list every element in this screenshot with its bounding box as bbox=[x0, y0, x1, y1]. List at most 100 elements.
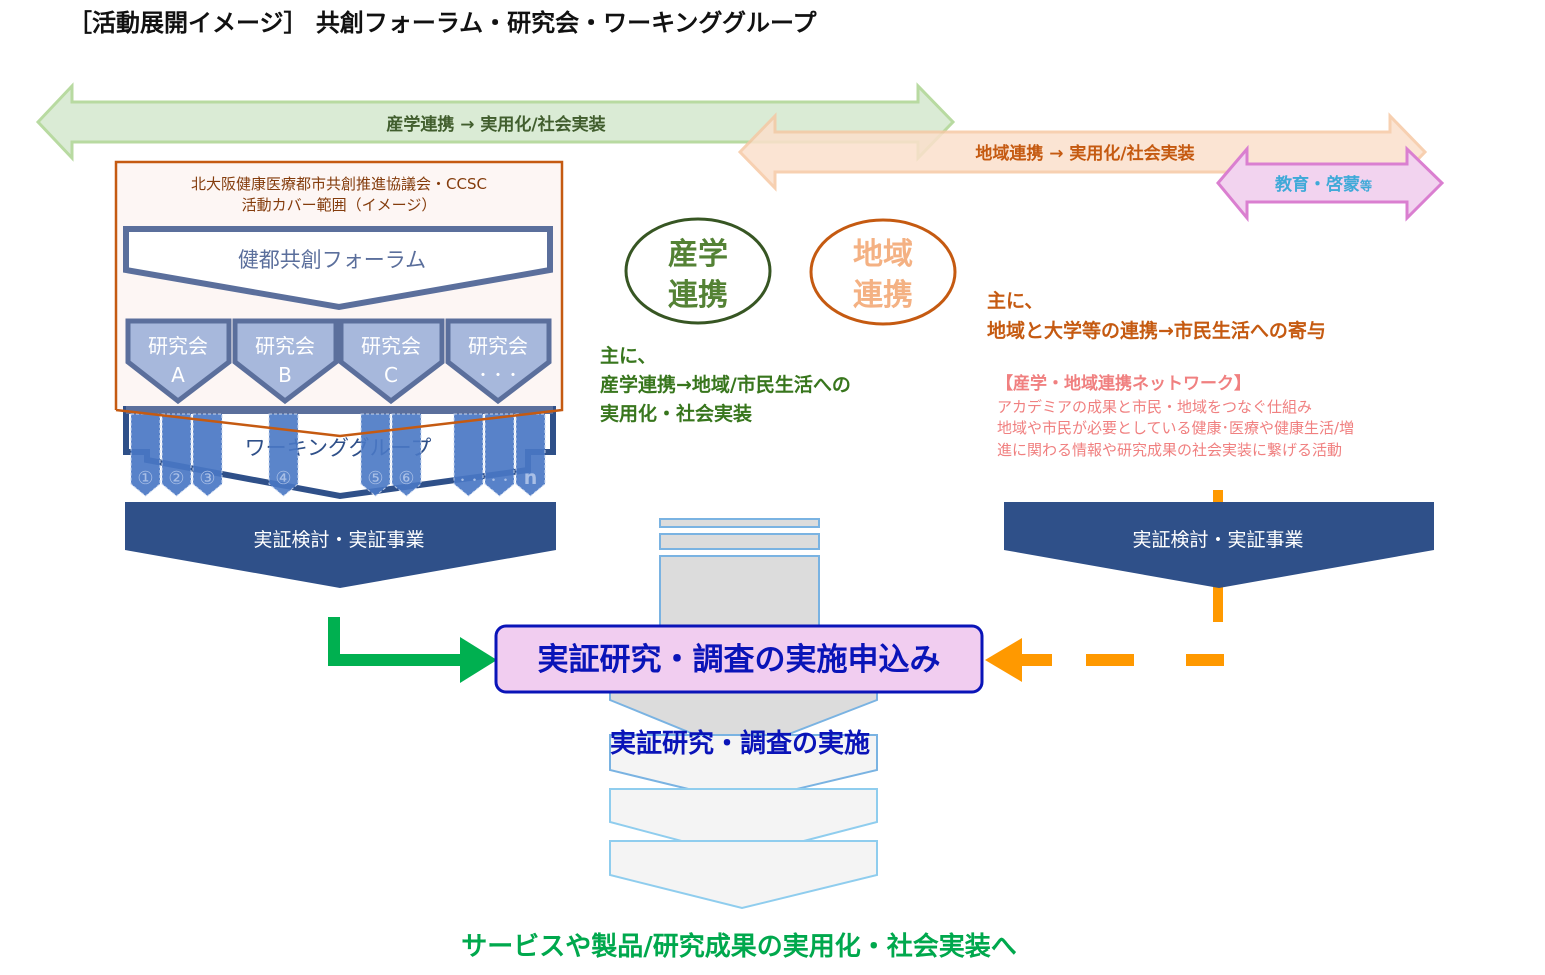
working-group-tab-label: ・・ bbox=[487, 473, 511, 487]
working-group-tab: n bbox=[515, 413, 546, 497]
working-group-tab-shape bbox=[192, 413, 223, 497]
outcome-label: サービスや製品/研究成果の実用化・社会実装へ bbox=[461, 931, 1017, 962]
working-group-top-bar bbox=[126, 406, 553, 414]
working-group-tab: ⑤ bbox=[360, 413, 391, 497]
column-stripe-2 bbox=[659, 533, 820, 550]
study-group-shape bbox=[338, 318, 445, 405]
working-group-tab-shape bbox=[515, 413, 546, 497]
study-group-letter: ・・・ bbox=[475, 366, 520, 384]
coverage-title-line2: 活動カバー範囲（イメージ） bbox=[242, 196, 437, 214]
study-group-shape bbox=[125, 318, 232, 405]
demo-left-label: 実証検討・実証事業 bbox=[253, 529, 424, 551]
orange-dashed-arrow bbox=[985, 638, 1224, 682]
industry-circle-line2: 連携 bbox=[668, 278, 728, 313]
orange-dash bbox=[1086, 654, 1134, 666]
working-group-tab: ④ bbox=[268, 413, 299, 497]
implementation-label: 実証研究・調査の実施 bbox=[610, 728, 870, 759]
green-double-arrow-shape bbox=[35, 82, 956, 162]
study-group-letter: B bbox=[278, 363, 292, 387]
study-group-shape bbox=[445, 318, 552, 405]
column-chevron-3 bbox=[609, 840, 878, 910]
industry-note-line1: 主に、 bbox=[600, 345, 656, 367]
forum-chevron: 健都共創フォーラム bbox=[123, 226, 553, 311]
study-group-c: 研究会 C bbox=[338, 318, 445, 405]
working-group-tab-shape bbox=[268, 413, 299, 497]
demo-chevron-right-shape bbox=[1004, 502, 1434, 588]
orange-arrowhead-icon bbox=[985, 638, 1022, 682]
column-stripe-1 bbox=[659, 518, 820, 528]
orange-dash bbox=[1022, 654, 1052, 666]
column-chevron-1 bbox=[609, 734, 878, 804]
network-description: 【産学・地域連携ネットワーク】 アカデミアの成果と市民・地域をつなぐ仕組み 地域… bbox=[996, 373, 1354, 459]
study-group-label: 研究会 bbox=[255, 334, 315, 358]
working-group-tab: ・・ bbox=[453, 413, 484, 497]
coverage-box-border bbox=[114, 160, 564, 438]
working-group-tab-shape bbox=[161, 413, 192, 497]
working-group-tab: ⑥ bbox=[391, 413, 422, 497]
working-group-tab-label: n bbox=[524, 467, 538, 489]
regional-circle: 地域 連携 bbox=[809, 218, 957, 326]
working-group-tab-label: ① bbox=[137, 468, 153, 489]
industry-note: 主に、 産学連携→地域/市民生活への 実用化・社会実装 bbox=[600, 345, 851, 425]
study-group-label: 研究会 bbox=[361, 334, 421, 358]
working-group-tab-shape bbox=[391, 413, 422, 497]
forum-label: 健都共創フォーラム bbox=[238, 248, 426, 272]
regional-note: 主に、 地域と大学等の連携→市民生活への寄与 bbox=[987, 290, 1326, 342]
forum-chevron-shape bbox=[123, 226, 553, 311]
education-arrow: 教育・啓蒙等 bbox=[1216, 144, 1445, 223]
regional-circle-line1: 地域 bbox=[853, 237, 913, 272]
center-column bbox=[609, 518, 878, 910]
network-line: アカデミアの成果と市民・地域をつなぐ仕組み bbox=[997, 398, 1312, 416]
demo-chevron-right: 実証検討・実証事業 bbox=[1004, 502, 1434, 588]
industry-note-line2: 産学連携→地域/市民生活への bbox=[600, 373, 851, 396]
working-group-tab: ② bbox=[161, 413, 192, 497]
working-group-tab-label: ③ bbox=[199, 468, 215, 489]
study-group-letter: C bbox=[384, 363, 398, 387]
demo-chevron-left-shape bbox=[125, 502, 556, 588]
working-group-tab-label: ・・ bbox=[456, 473, 480, 487]
network-line: 進に関わる情報や研究成果の社会実装に繋げる活動 bbox=[997, 441, 1342, 459]
industry-circle-line1: 産学 bbox=[668, 237, 728, 272]
application-label: 実証研究・調査の実施申込み bbox=[538, 642, 941, 678]
study-groups: 研究会 A 研究会 B 研究会 C 研究会 ・・・ bbox=[125, 318, 552, 405]
green-connector-line bbox=[328, 617, 462, 666]
working-group-tab-shape bbox=[360, 413, 391, 497]
working-group-tab-label: ④ bbox=[275, 468, 291, 489]
industry-academia-arrow-label: 産学連携 → 実用化/社会実装 bbox=[386, 114, 605, 135]
pink-double-arrow-shape bbox=[1216, 144, 1445, 223]
working-group-tab: ① bbox=[130, 413, 161, 497]
working-group-tab-shape bbox=[484, 413, 515, 497]
study-group-label: 研究会 bbox=[468, 334, 528, 358]
green-connector-arrow bbox=[328, 617, 497, 683]
regional-circle-line2: 連携 bbox=[853, 278, 913, 313]
network-line: 地域や市民が必要としている健康･医療や健康生活/増 bbox=[997, 419, 1354, 437]
industry-circle: 産学 連携 bbox=[624, 217, 772, 325]
coverage-title-line1: 北大阪健康医療都市共創推進協議会・CCSC bbox=[191, 175, 487, 193]
working-group-tab: ③ bbox=[192, 413, 223, 497]
study-group-b: 研究会 B bbox=[232, 318, 339, 405]
regional-note-line2: 地域と大学等の連携→市民生活への寄与 bbox=[987, 319, 1326, 342]
demo-chevron-left: 実証検討・実証事業 bbox=[125, 502, 556, 588]
working-group-tab-shape bbox=[453, 413, 484, 497]
study-group-letter: A bbox=[171, 363, 185, 387]
working-group-tab-label: ⑤ bbox=[367, 468, 383, 489]
industry-circle-shape bbox=[624, 217, 772, 325]
study-group-label: 研究会 bbox=[148, 334, 208, 358]
orange-dash bbox=[1186, 654, 1224, 666]
network-heading: 【産学・地域連携ネットワーク】 bbox=[996, 373, 1251, 394]
green-arrowhead-icon bbox=[460, 637, 497, 683]
working-group-tab: ・・ bbox=[484, 413, 515, 497]
working-group-tab-shape bbox=[130, 413, 161, 497]
regional-arrow-label: 地域連携 → 実用化/社会実装 bbox=[975, 143, 1194, 164]
study-group-a: 研究会 A bbox=[125, 318, 232, 405]
application-box[interactable]: 実証研究・調査の実施申込み bbox=[494, 624, 984, 694]
regional-note-line1: 主に、 bbox=[987, 290, 1043, 312]
column-chevron-2 bbox=[609, 788, 878, 859]
application-box-shape[interactable] bbox=[494, 624, 984, 694]
page-title: ［活動展開イメージ］ 共創フォーラム・研究会・ワーキンググループ bbox=[68, 9, 818, 37]
industry-academia-arrow: 産学連携 → 実用化/社会実装 bbox=[35, 82, 956, 162]
education-arrow-label: 教育・啓蒙等 bbox=[1274, 174, 1372, 195]
